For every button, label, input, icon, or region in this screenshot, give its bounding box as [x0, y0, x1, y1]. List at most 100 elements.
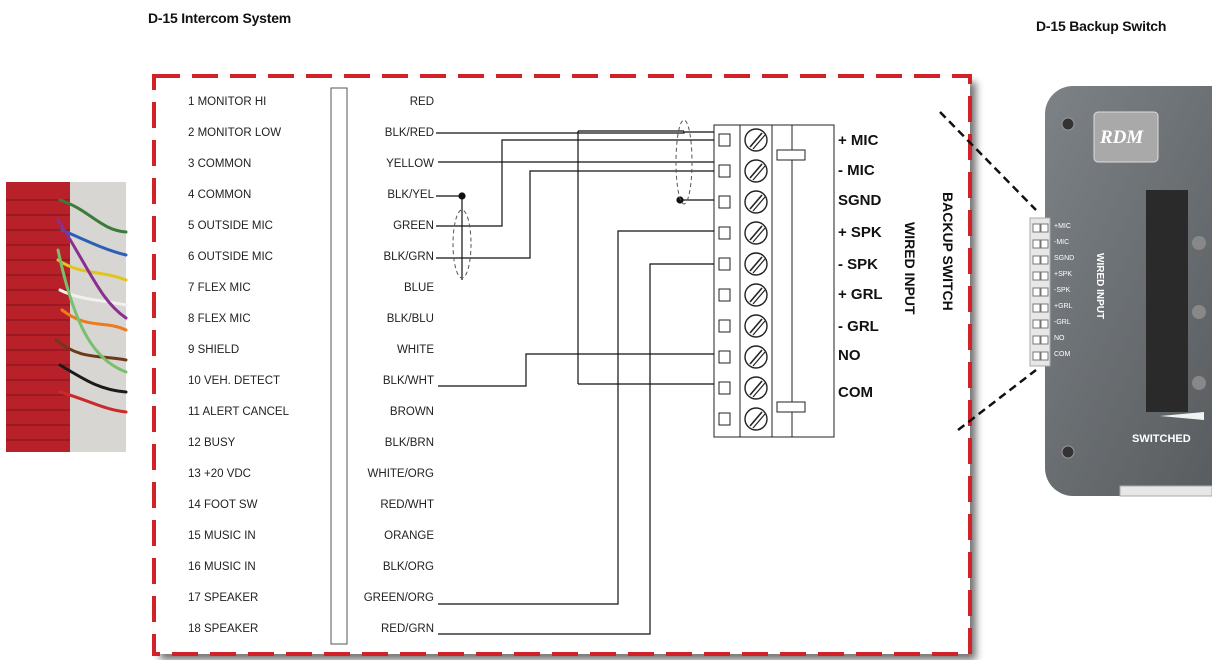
terminal-screw-slot [752, 258, 766, 274]
terminal-label: NO [838, 347, 861, 364]
wires [436, 130, 714, 635]
terminal-label: SGND [838, 192, 882, 209]
panel-terminal [1040, 351, 1049, 361]
intercom-title: D-15 Intercom System [148, 10, 292, 26]
panel-terminal-label: COM [1054, 351, 1071, 358]
terminal-screw-slot [749, 318, 763, 334]
wire-color-label: BLK/YEL [387, 189, 434, 201]
terminal-block [713, 124, 835, 438]
terminal-screw-slot [752, 413, 766, 429]
wire-color-label: BLK/RED [384, 127, 434, 139]
wire-color-label: BROWN [389, 406, 434, 418]
terminal-screw-slot [749, 225, 763, 241]
panel-terminal [1040, 239, 1049, 249]
terminal-slot [718, 288, 731, 302]
diagram-border [152, 74, 972, 656]
wire-color-label: YELLOW [386, 158, 434, 170]
terminal-screw-slot [752, 134, 766, 150]
pin-label: 1 MONITOR HI [188, 96, 267, 108]
terminal-screw-slot [749, 163, 763, 179]
panel-terminal [1032, 319, 1041, 329]
connector-bar [330, 87, 348, 645]
wire-color-label: RED [409, 96, 434, 108]
pin-label: 11 ALERT CANCEL [188, 406, 289, 418]
pin-label: 2 MONITOR LOW [188, 127, 282, 139]
terminal-screw-slot [752, 227, 766, 243]
terminal-screw-slot [749, 349, 763, 365]
backup-switch-title: D-15 Backup Switch [1036, 18, 1167, 34]
panel-terminal-label: -GRL [1054, 319, 1071, 326]
wire-color-label: RED/GRN [380, 623, 434, 635]
wired-input-label: WIRED INPUT [902, 222, 918, 315]
panel-terminal-label: -SPK [1054, 287, 1071, 294]
device-switched-label: SWITCHED [1132, 433, 1191, 445]
terminal-label: + MIC [838, 132, 879, 149]
pin-label: 5 OUTSIDE MIC [188, 220, 273, 232]
terminal-label: COM [838, 384, 873, 401]
pin-label: 6 OUTSIDE MIC [188, 251, 273, 263]
terminal-screw-slot [749, 411, 763, 427]
panel-terminal-label: -MIC [1054, 239, 1070, 246]
wire-color-label: BLK/ORG [382, 561, 434, 573]
panel-terminal [1040, 287, 1049, 297]
pin-label: 7 FLEX MIC [188, 282, 251, 294]
wire-color-label: GREEN/ORG [363, 592, 434, 604]
pin-label: 16 MUSIC IN [188, 561, 256, 573]
terminal-slot [718, 412, 731, 426]
terminal-label: - MIC [838, 162, 875, 179]
terminal-screw-slot [752, 289, 766, 305]
backup-switch-label: BACKUP SWITCH [940, 192, 956, 311]
terminal-label: - GRL [838, 318, 879, 335]
backup-switch-device [1029, 86, 1212, 497]
panel-terminal [1032, 335, 1041, 345]
terminal-screw-slot [749, 194, 763, 210]
wire-color-label: BLK/BLU [386, 313, 434, 325]
terminal-screw-slot [752, 351, 766, 367]
panel-terminal-label: +SPK [1054, 271, 1073, 278]
terminal-screw-slot [749, 287, 763, 303]
panel-terminal-label: SGND [1054, 255, 1075, 262]
terminal-screw-slot [749, 380, 763, 396]
terminal-slot [718, 195, 731, 209]
terminal-label: + GRL [838, 286, 883, 303]
wire-color-label: ORANGE [384, 530, 434, 542]
panel-terminal [1032, 351, 1041, 361]
pin-label: 13 +20 VDC [188, 468, 251, 480]
panel-terminal [1040, 271, 1049, 281]
terminal-slot [718, 164, 731, 178]
panel-terminal-label: NO [1054, 335, 1065, 342]
terminal-slot [718, 257, 731, 271]
connector-photo [6, 182, 128, 452]
wire-color-label: BLK/BRN [384, 437, 434, 449]
wire-color-label: BLK/WHT [382, 375, 434, 387]
pin-label: 14 FOOT SW [188, 499, 258, 511]
shield-markers [452, 119, 693, 279]
terminal-screw-slot [752, 320, 766, 336]
terminal-screw-slot [752, 382, 766, 398]
wire-color-label: BLK/GRN [383, 251, 435, 263]
terminal-screw-slot [749, 256, 763, 272]
panel-terminal [1040, 303, 1049, 313]
pin-label: 18 SPEAKER [188, 623, 259, 635]
panel-terminal [1040, 255, 1049, 265]
panel-terminal [1040, 319, 1049, 329]
terminal-slot [718, 226, 731, 240]
pin-label: 12 BUSY [188, 437, 236, 449]
pin-label: 3 COMMON [188, 158, 252, 170]
leader-lines [939, 111, 1037, 431]
wire-color-label: WHITE [396, 344, 434, 356]
panel-terminal [1032, 223, 1041, 233]
pin-label: 8 FLEX MIC [188, 313, 251, 325]
wire-color-label: BLUE [403, 282, 434, 294]
panel-terminal [1040, 335, 1049, 345]
terminal-label: - SPK [838, 256, 879, 273]
wire-color-label: RED/WHT [380, 499, 434, 511]
panel-terminal-label: +MIC [1054, 223, 1071, 230]
panel-terminal [1032, 239, 1041, 249]
pin-label: 9 SHIELD [188, 344, 240, 356]
device-logo: RDM [1100, 127, 1144, 148]
pin-label: 15 MUSIC IN [188, 530, 256, 542]
terminal-screw-slot [752, 196, 766, 212]
panel-terminal [1040, 223, 1049, 233]
